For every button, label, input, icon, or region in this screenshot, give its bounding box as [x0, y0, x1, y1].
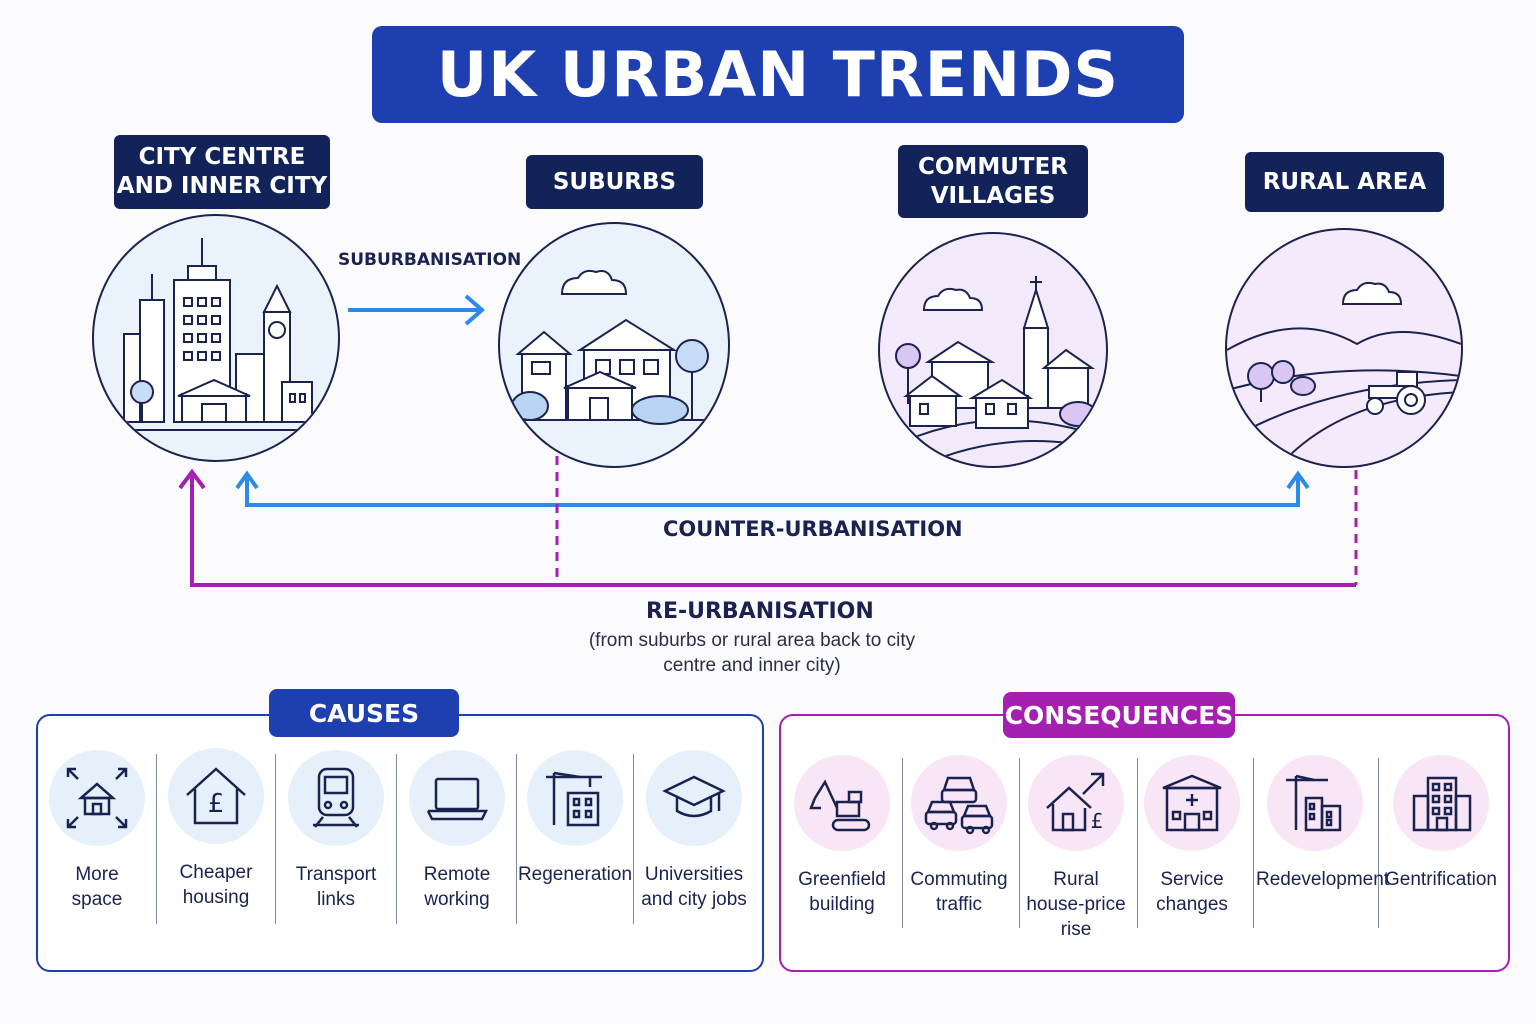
item-label: and city jobs	[641, 889, 747, 910]
zone-label-line: AND INNER CITY	[116, 173, 328, 199]
item-label: Rural	[1053, 869, 1099, 890]
item-label: changes	[1156, 894, 1228, 915]
farmland-tractor-icon	[1225, 228, 1463, 468]
cause-item: Remote working	[398, 750, 516, 912]
zone-label-line: VILLAGES	[930, 182, 1056, 209]
svg-text:£: £	[208, 789, 225, 819]
causes-panel	[36, 714, 764, 972]
crane-redevelopment-icon	[1267, 755, 1363, 851]
suburban-houses-icon	[498, 222, 730, 468]
zone-label-line: COMMUTER	[918, 153, 1068, 180]
house-pound-icon: £	[168, 748, 264, 844]
train-icon	[288, 750, 384, 846]
divider	[156, 754, 157, 924]
note-line: centre and inner city)	[663, 655, 841, 676]
consequence-item: Redevelopment	[1256, 755, 1390, 892]
graduation-cap-icon	[646, 750, 742, 846]
item-label: Universities	[644, 864, 744, 885]
consequence-item: Greenfield building	[783, 755, 901, 917]
divider	[1378, 758, 1379, 928]
note-line: (from suburbs or rural area back to city	[588, 630, 916, 651]
zone-label-suburbs: SUBURBS	[526, 155, 703, 209]
page-title: UK URBAN TRENDS	[436, 38, 1120, 111]
village-church-icon	[878, 232, 1108, 468]
zone-label-commuter-villages: COMMUTER VILLAGES	[898, 145, 1088, 218]
re-urbanisation-note: (from suburbs or rural area back to city…	[560, 628, 944, 678]
zone-label-city-centre: CITY CENTRE AND INNER CITY	[114, 135, 330, 209]
health-centre-icon	[1144, 755, 1240, 851]
cars-icon	[911, 755, 1007, 851]
divider	[1253, 758, 1254, 928]
item-label: housing	[182, 887, 250, 908]
item-label: Service	[1160, 869, 1224, 890]
house-price-rise-icon: £	[1028, 755, 1124, 851]
item-label: space	[71, 889, 123, 910]
cause-item: £ Cheaper housing	[157, 748, 275, 910]
zone-label-rural-area: RURAL AREA	[1245, 152, 1444, 212]
cause-item: Universities and city jobs	[635, 750, 753, 912]
zone-label-line: CITY CENTRE	[138, 144, 306, 170]
suburbanisation-label: SUBURBANISATION	[338, 250, 522, 270]
zone-label-line: SUBURBS	[552, 168, 677, 195]
city-skyline-icon	[92, 214, 340, 462]
cause-item: More space	[38, 750, 156, 912]
item-label: rise	[1060, 919, 1092, 940]
divider	[902, 758, 903, 928]
item-label: working	[424, 889, 490, 910]
item-label: house-price	[1026, 894, 1126, 915]
divider	[1019, 758, 1020, 928]
consequence-item: Commuting traffic	[900, 755, 1018, 917]
consequence-item: Gentrification	[1382, 755, 1500, 892]
crane-building-icon	[527, 750, 623, 846]
consequences-panel	[779, 714, 1510, 972]
svg-text:£: £	[1091, 809, 1104, 833]
cause-item: Transport links	[277, 750, 395, 912]
excavator-icon	[794, 755, 890, 851]
causes-title: CAUSES	[269, 689, 459, 737]
divider	[1137, 758, 1138, 928]
consequences-title: CONSEQUENCES	[1003, 692, 1235, 738]
cause-item: Regeneration	[516, 750, 634, 887]
divider	[396, 754, 397, 924]
divider	[275, 754, 276, 924]
re-urbanisation-label: RE-URBANISATION	[646, 599, 874, 624]
item-label: building	[809, 894, 875, 915]
suburbanisation-arrow	[348, 294, 486, 326]
item-label: links	[316, 889, 355, 910]
apartment-block-icon	[1393, 755, 1489, 851]
item-label: More	[75, 864, 119, 885]
item-label: Cheaper	[179, 862, 253, 883]
house-expand-icon	[49, 750, 145, 846]
consequence-item: £ Rural house-price rise	[1017, 755, 1135, 942]
laptop-icon	[409, 750, 505, 846]
zone-label-line: RURAL AREA	[1262, 168, 1427, 195]
title-banner: UK URBAN TRENDS	[372, 26, 1184, 123]
consequence-item: Service changes	[1133, 755, 1251, 917]
item-label: Greenfield	[798, 869, 886, 890]
divider	[633, 754, 634, 924]
counter-urbanisation-arrow	[235, 470, 1310, 507]
item-label: Commuting	[910, 869, 1008, 890]
item-label: Gentrification	[1385, 869, 1497, 890]
counter-urbanisation-label: COUNTER-URBANISATION	[663, 517, 963, 541]
item-label: Redevelopment	[1256, 869, 1390, 890]
item-label: Regeneration	[517, 864, 633, 885]
item-label: Transport	[295, 864, 377, 885]
item-label: Remote	[423, 864, 491, 885]
divider	[516, 754, 517, 924]
item-label: traffic	[935, 894, 983, 915]
